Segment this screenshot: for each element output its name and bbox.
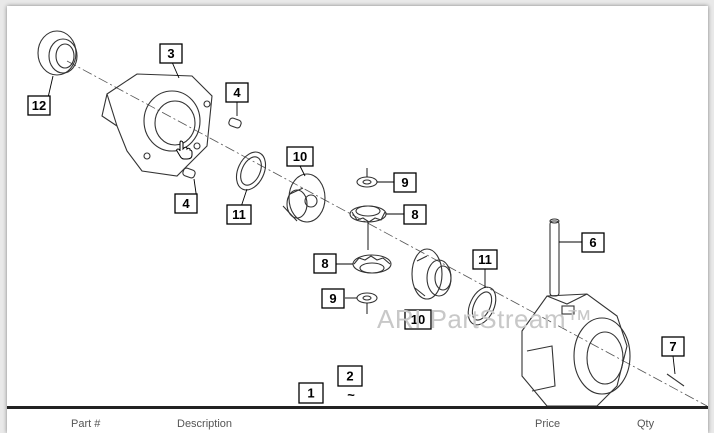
callout-1[interactable]: 1 — [298, 382, 324, 404]
tilde-mark: ~ — [347, 388, 355, 403]
callout-12[interactable]: 12 — [27, 95, 51, 116]
callout-9-top[interactable]: 9 — [393, 172, 417, 193]
svg-text:2: 2 — [346, 369, 353, 384]
svg-text:10: 10 — [411, 312, 425, 327]
axis-line — [66, 60, 708, 406]
svg-text:9: 9 — [401, 175, 408, 190]
svg-text:10: 10 — [293, 149, 307, 164]
parts-diagram-frame: 12 3 4 4 11 10 9 8 — [7, 6, 708, 433]
part-7-pin[interactable] — [666, 373, 685, 387]
callout-3[interactable]: 3 — [159, 43, 183, 64]
part-11-washer-top[interactable] — [231, 147, 271, 194]
svg-text:9: 9 — [329, 291, 336, 306]
exploded-parts-diagram: 12 3 4 4 11 10 9 8 — [27, 30, 708, 406]
svg-text:11: 11 — [232, 207, 246, 222]
callout-10-top[interactable]: 10 — [286, 146, 314, 167]
callout-4-top[interactable]: 4 — [225, 82, 249, 103]
column-price[interactable]: Price — [535, 418, 561, 430]
part-6-shaft[interactable] — [549, 218, 560, 297]
column-qty[interactable]: Qty — [637, 418, 655, 430]
callout-7[interactable]: 7 — [661, 336, 685, 357]
part-4-pin-top[interactable] — [228, 117, 242, 129]
part-10-side-gear-bottom[interactable] — [411, 248, 452, 300]
column-part-number[interactable]: Part # — [71, 418, 101, 430]
svg-text:11: 11 — [478, 252, 492, 267]
part-3-housing[interactable] — [101, 73, 213, 177]
callout-8-top[interactable]: 8 — [403, 204, 427, 225]
svg-text:7: 7 — [669, 339, 676, 354]
svg-text:1: 1 — [307, 386, 314, 401]
callout-2[interactable]: 2 — [337, 365, 363, 387]
svg-text:4: 4 — [233, 85, 241, 100]
svg-text:8: 8 — [321, 256, 328, 271]
callout-10-bottom[interactable]: 10 — [404, 309, 432, 330]
parts-table-header: Part # Description Price Qty — [7, 406, 708, 433]
svg-text:12: 12 — [32, 98, 46, 113]
column-description[interactable]: Description — [177, 418, 233, 430]
part-12-seal[interactable] — [37, 30, 78, 76]
svg-text:3: 3 — [167, 46, 174, 61]
part-9-washer-top[interactable] — [356, 168, 378, 188]
watermark: ARI PartStream™ — [377, 304, 593, 334]
part-4-pin-bottom[interactable] — [182, 167, 196, 179]
callout-6[interactable]: 6 — [581, 232, 605, 253]
differential-case[interactable] — [521, 293, 631, 406]
part-8-pinion-bottom[interactable] — [352, 254, 392, 274]
callout-9-bottom[interactable]: 9 — [321, 288, 345, 309]
part-8-pinion-top[interactable] — [349, 205, 387, 250]
hand-pointer-icon — [175, 140, 193, 165]
callout-4-bottom[interactable]: 4 — [174, 193, 198, 214]
part-11-washer-bottom[interactable] — [463, 283, 502, 329]
callout-8-bottom[interactable]: 8 — [313, 253, 337, 274]
part-10-side-gear-top[interactable] — [282, 173, 326, 223]
svg-text:8: 8 — [411, 207, 418, 222]
callout-11-bottom[interactable]: 11 — [472, 249, 498, 270]
svg-text:4: 4 — [182, 196, 190, 211]
part-9-washer-bottom[interactable] — [356, 292, 378, 314]
svg-text:6: 6 — [589, 235, 596, 250]
callout-11-top[interactable]: 11 — [226, 204, 252, 225]
